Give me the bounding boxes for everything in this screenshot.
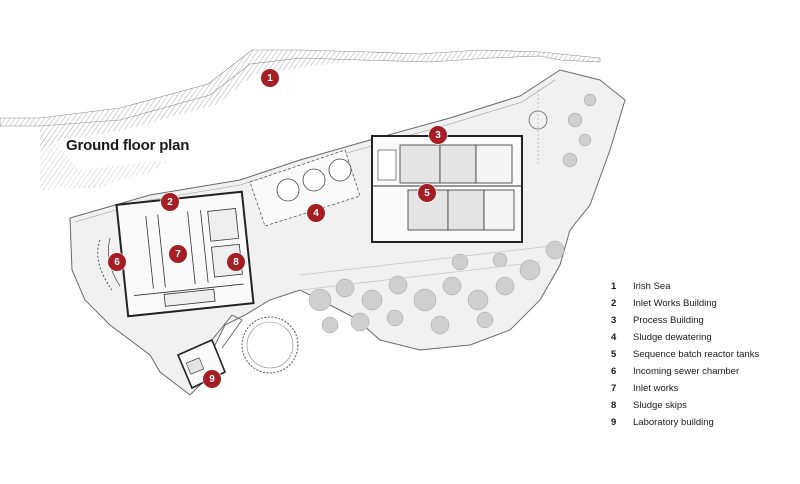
legend-number: 6 [611,366,617,377]
marker-8: 8 [227,253,245,271]
legend-label: Sludge skips [633,400,687,411]
marker-4-number: 4 [313,207,319,219]
legend-item: 8 Sludge skips [611,397,759,414]
legend-item: 9 Laboratory building [611,414,759,431]
marker-3: 3 [429,126,447,144]
process-building [371,135,523,243]
legend-number: 3 [611,315,617,326]
legend-label: Process Building [633,315,704,326]
irish-sea-area [0,49,601,127]
legend-label: Incoming sewer chamber [633,366,740,377]
marker-1-number: 1 [267,72,273,84]
marker-9-number: 9 [209,373,215,385]
sludge-dewatering-area [249,149,361,227]
sea-strip [40,128,170,188]
legend-number: 7 [611,383,617,394]
legend-number: 9 [611,417,617,428]
legend-label: Laboratory building [633,417,714,428]
marker-6: 6 [108,253,126,271]
marker-7: 7 [169,245,187,263]
marker-6-number: 6 [114,256,120,268]
marker-7-number: 7 [175,248,181,260]
legend-label: Sequence batch reactor tanks [633,349,760,360]
legend: 1 Irish Sea 2 Inlet Works Building 3 Proces… [611,278,759,431]
legend-item: 6 Incoming sewer chamber [611,363,759,380]
irish-sea-band [40,58,355,190]
marker-1: 1 [261,69,279,87]
marker-4: 4 [307,204,325,222]
legend-label: Sludge dewatering [633,332,712,343]
marker-2: 2 [161,193,179,211]
legend-number: 2 [611,298,617,309]
legend-item: 5 Sequence batch reactor tanks [611,346,759,363]
tree-cluster [308,93,597,335]
drawing-title: Ground floor plan [66,137,190,154]
marker-5-number: 5 [424,187,430,199]
legend-item: 7 Inlet works [611,380,759,397]
legend-item: 4 Sludge dewatering [611,329,759,346]
legend-label: Inlet works [633,383,679,394]
marker-3-number: 3 [435,129,441,141]
legend-number: 1 [611,281,617,292]
legend-number: 4 [611,332,617,343]
legend-number: 5 [611,349,617,360]
legend-number: 8 [611,400,617,411]
legend-label: Irish Sea [633,281,671,292]
legend-item: 1 Irish Sea [611,278,759,295]
marker-2-number: 2 [167,196,173,208]
inlet-works-building [97,190,255,318]
legend-label: Inlet Works Building [633,298,717,309]
legend-item: 2 Inlet Works Building [611,295,759,312]
legend-item: 3 Process Building [611,312,759,329]
circular-tank [241,316,299,374]
marker-9: 9 [203,370,221,388]
marker-5: 5 [418,184,436,202]
access-road [299,244,561,291]
marker-8-number: 8 [233,256,239,268]
